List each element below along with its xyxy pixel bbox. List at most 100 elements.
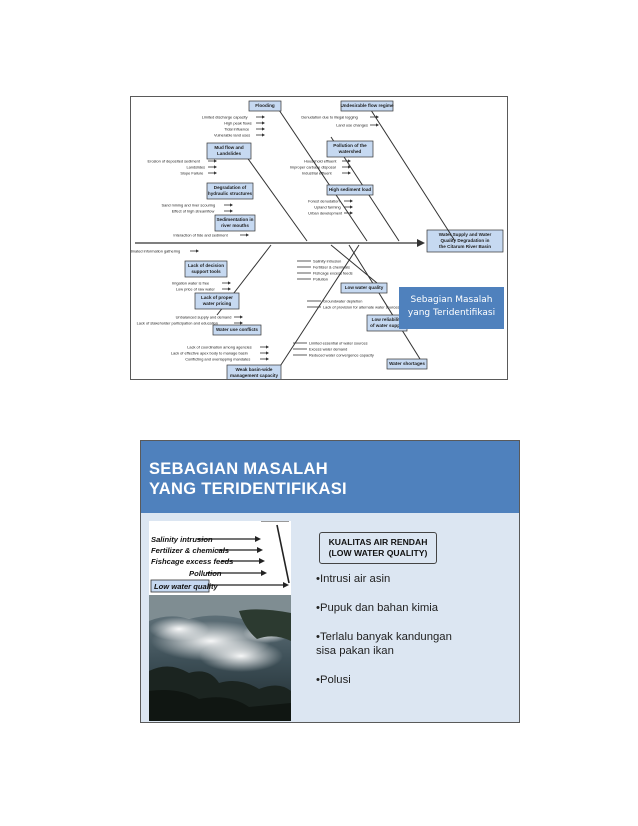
slide-title-line-1: SEBAGIAN MASALAH [149,460,328,478]
photo-label-1: Salinity intrusion [151,535,213,544]
cause-pollution: Household effluent [304,159,337,164]
box-quality [340,282,388,294]
box-degradation-label: Degradation of [214,185,247,190]
cause-flow-regime-arrow-head [376,115,379,119]
box-pollution-label: watershed [338,149,362,154]
cause-mudflow-arrow-head [214,165,217,169]
photo-label-2: Fertilizer & chemicals [151,546,229,555]
cause-capacity: Lack of effective apex body to manage ba… [171,351,248,356]
box-sedimentation-label: river mouths [221,223,249,228]
box-line-2: (LOW WATER QUALITY) [328,548,428,558]
box-pollution [326,140,374,158]
cause-shortages: Excess water demand [309,347,347,352]
box-shortages [386,358,428,370]
bone-bottom-right-1 [348,244,426,368]
cause-flooding-arrow-head [262,133,265,137]
cause-flooding: Limited discharge capacity [202,115,248,120]
cause-pricing-arrow-head [228,287,231,291]
cause-conflicts-arrow-head [240,321,243,325]
cause-pollution-arrow-head [348,171,351,175]
cause-pollution: Industrial effluent [302,171,332,176]
cause-flooding-arrow-head [262,115,265,119]
cause-capacity: Lack of coordination among agencies [187,345,252,350]
bullet-item: •Terlalu banyak kandungan sisa pakan ika… [316,631,452,657]
head-box-label: Water Supply and Water [439,232,492,237]
bone-top-right-1 [368,106,456,242]
callout-line-1: Sebagian Masalah [410,295,493,305]
cause-mudflow-arrow-head [214,171,217,175]
head-box-label: the Citarum River Basin [439,244,491,249]
cause-flow-regime-arrow-head [376,123,379,127]
box-pricing-label: Lack of proper [201,295,233,300]
cause-flooding: High peak flows [224,121,252,126]
bone-top-left-2 [240,148,308,242]
cause-capacity-arrow-head [266,351,269,355]
box-sediment-load [326,184,374,196]
box-capacity [226,364,282,379]
fishbone-detail-and-photo: Salinity intrusion Fertilizer & chemical… [149,521,291,721]
photo-illustration: Salinity intrusion Fertilizer & chemical… [149,521,291,721]
cause-flooding: Vulnerable land uses [214,133,250,138]
callout-box: Sebagian Masalah yang Teridentifikasi [399,287,504,329]
cause-sediment-load-arrow-head [350,199,353,203]
box-pricing-label: water pricing [202,301,232,306]
box-mudflow [206,142,252,160]
box-conflicts-label: Water use conflicts [216,327,258,332]
slide-header: SEBAGIAN MASALAH YANG TERIDENTIFIKASI [141,441,519,513]
box-pollution-label: Pollution of the [333,143,367,148]
cause-pricing: Low price of raw water [176,287,216,292]
box-quality-label: Low water quality [345,285,384,290]
bullet-item: •Polusi [316,674,351,686]
photo-label-4: Pollution [189,569,222,578]
cause-sediment-load-arrow-head [350,205,353,209]
box-decision-label: Lack of decision [188,263,224,268]
cause-pricing-arrow-head [228,281,231,285]
bullet-item: •Pupuk dan bahan kimia [316,602,439,614]
slide-title: SEBAGIAN MASALAH YANG TERIDENTIFIKASI [149,459,347,499]
cause-sediment-load: Upland farming [314,205,340,210]
head-box [426,229,504,253]
cause-reliability: Groundwater depletion [323,299,362,304]
cause-sediment-load: Forest denudation [308,199,339,204]
box-flow-regime [340,100,394,112]
cause-capacity: Conflicting and overlapping mandates [185,357,250,362]
cause-sediment-load-arrow-head [350,211,353,215]
photo-box-label: Low water quality [154,582,218,591]
cause-mudflow: Erosion of deposited sediment [148,159,201,164]
cause-decision: Uncoordinated information gathering [131,249,180,254]
box-decision [184,260,228,278]
bullet-list: •Intrusi air asin •Pupuk dan bahan kimia… [316,572,466,702]
bone-bottom-right-2 [330,244,378,284]
cause-quality: Salinity intrusion [313,259,341,264]
problem-slide: SEBAGIAN MASALAH YANG TERIDENTIFIKASI [140,440,520,723]
box-reliability-label: of water supply [370,323,404,328]
cause-quality: Fishcage excess feeds [313,271,353,276]
cause-flow-regime: Land use changes [336,123,368,128]
cause-sedimentation-arrow-head [246,233,249,237]
cause-conflicts: Lack of stakeholder participation and ed… [137,321,218,326]
cause-flooding-arrow-head [262,127,265,131]
cause-shortages: Reduced water convergence capacity [309,353,374,358]
box-shortages-label: Water shortages [389,361,425,366]
cause-sedimentation: Interaction of tide and sediment [173,233,228,238]
callout-line-2: yang Teridentifikasi [407,308,496,318]
box-degradation-label: hydraulic structures [208,191,253,196]
cause-sediment-load: Urban development [308,211,343,216]
spine-arrowhead [417,239,425,247]
cause-pollution-arrow-head [348,159,351,163]
box-flow-regime-label: Undesirable flow regime [340,103,394,108]
bone-bottom-left-1 [274,244,360,375]
box-capacity-label: Weak basin-wide [236,367,273,372]
box-reliability-label: Low reliability [372,317,403,322]
cause-mudflow-arrow-head [214,159,217,163]
head-box-label: Quality Degradation in [440,238,489,243]
box-sediment-load-label: High sediment load [329,187,372,192]
box-capacity-label: management capacity [230,373,278,378]
box-mudflow-label: Mud flow and [214,145,244,150]
box-flooding [248,100,282,112]
slide-title-line-2: YANG TERIDENTIFIKASI [149,480,347,498]
cause-pollution: Improper carbase disposal [290,165,336,170]
cause-capacity-arrow-head [266,357,269,361]
